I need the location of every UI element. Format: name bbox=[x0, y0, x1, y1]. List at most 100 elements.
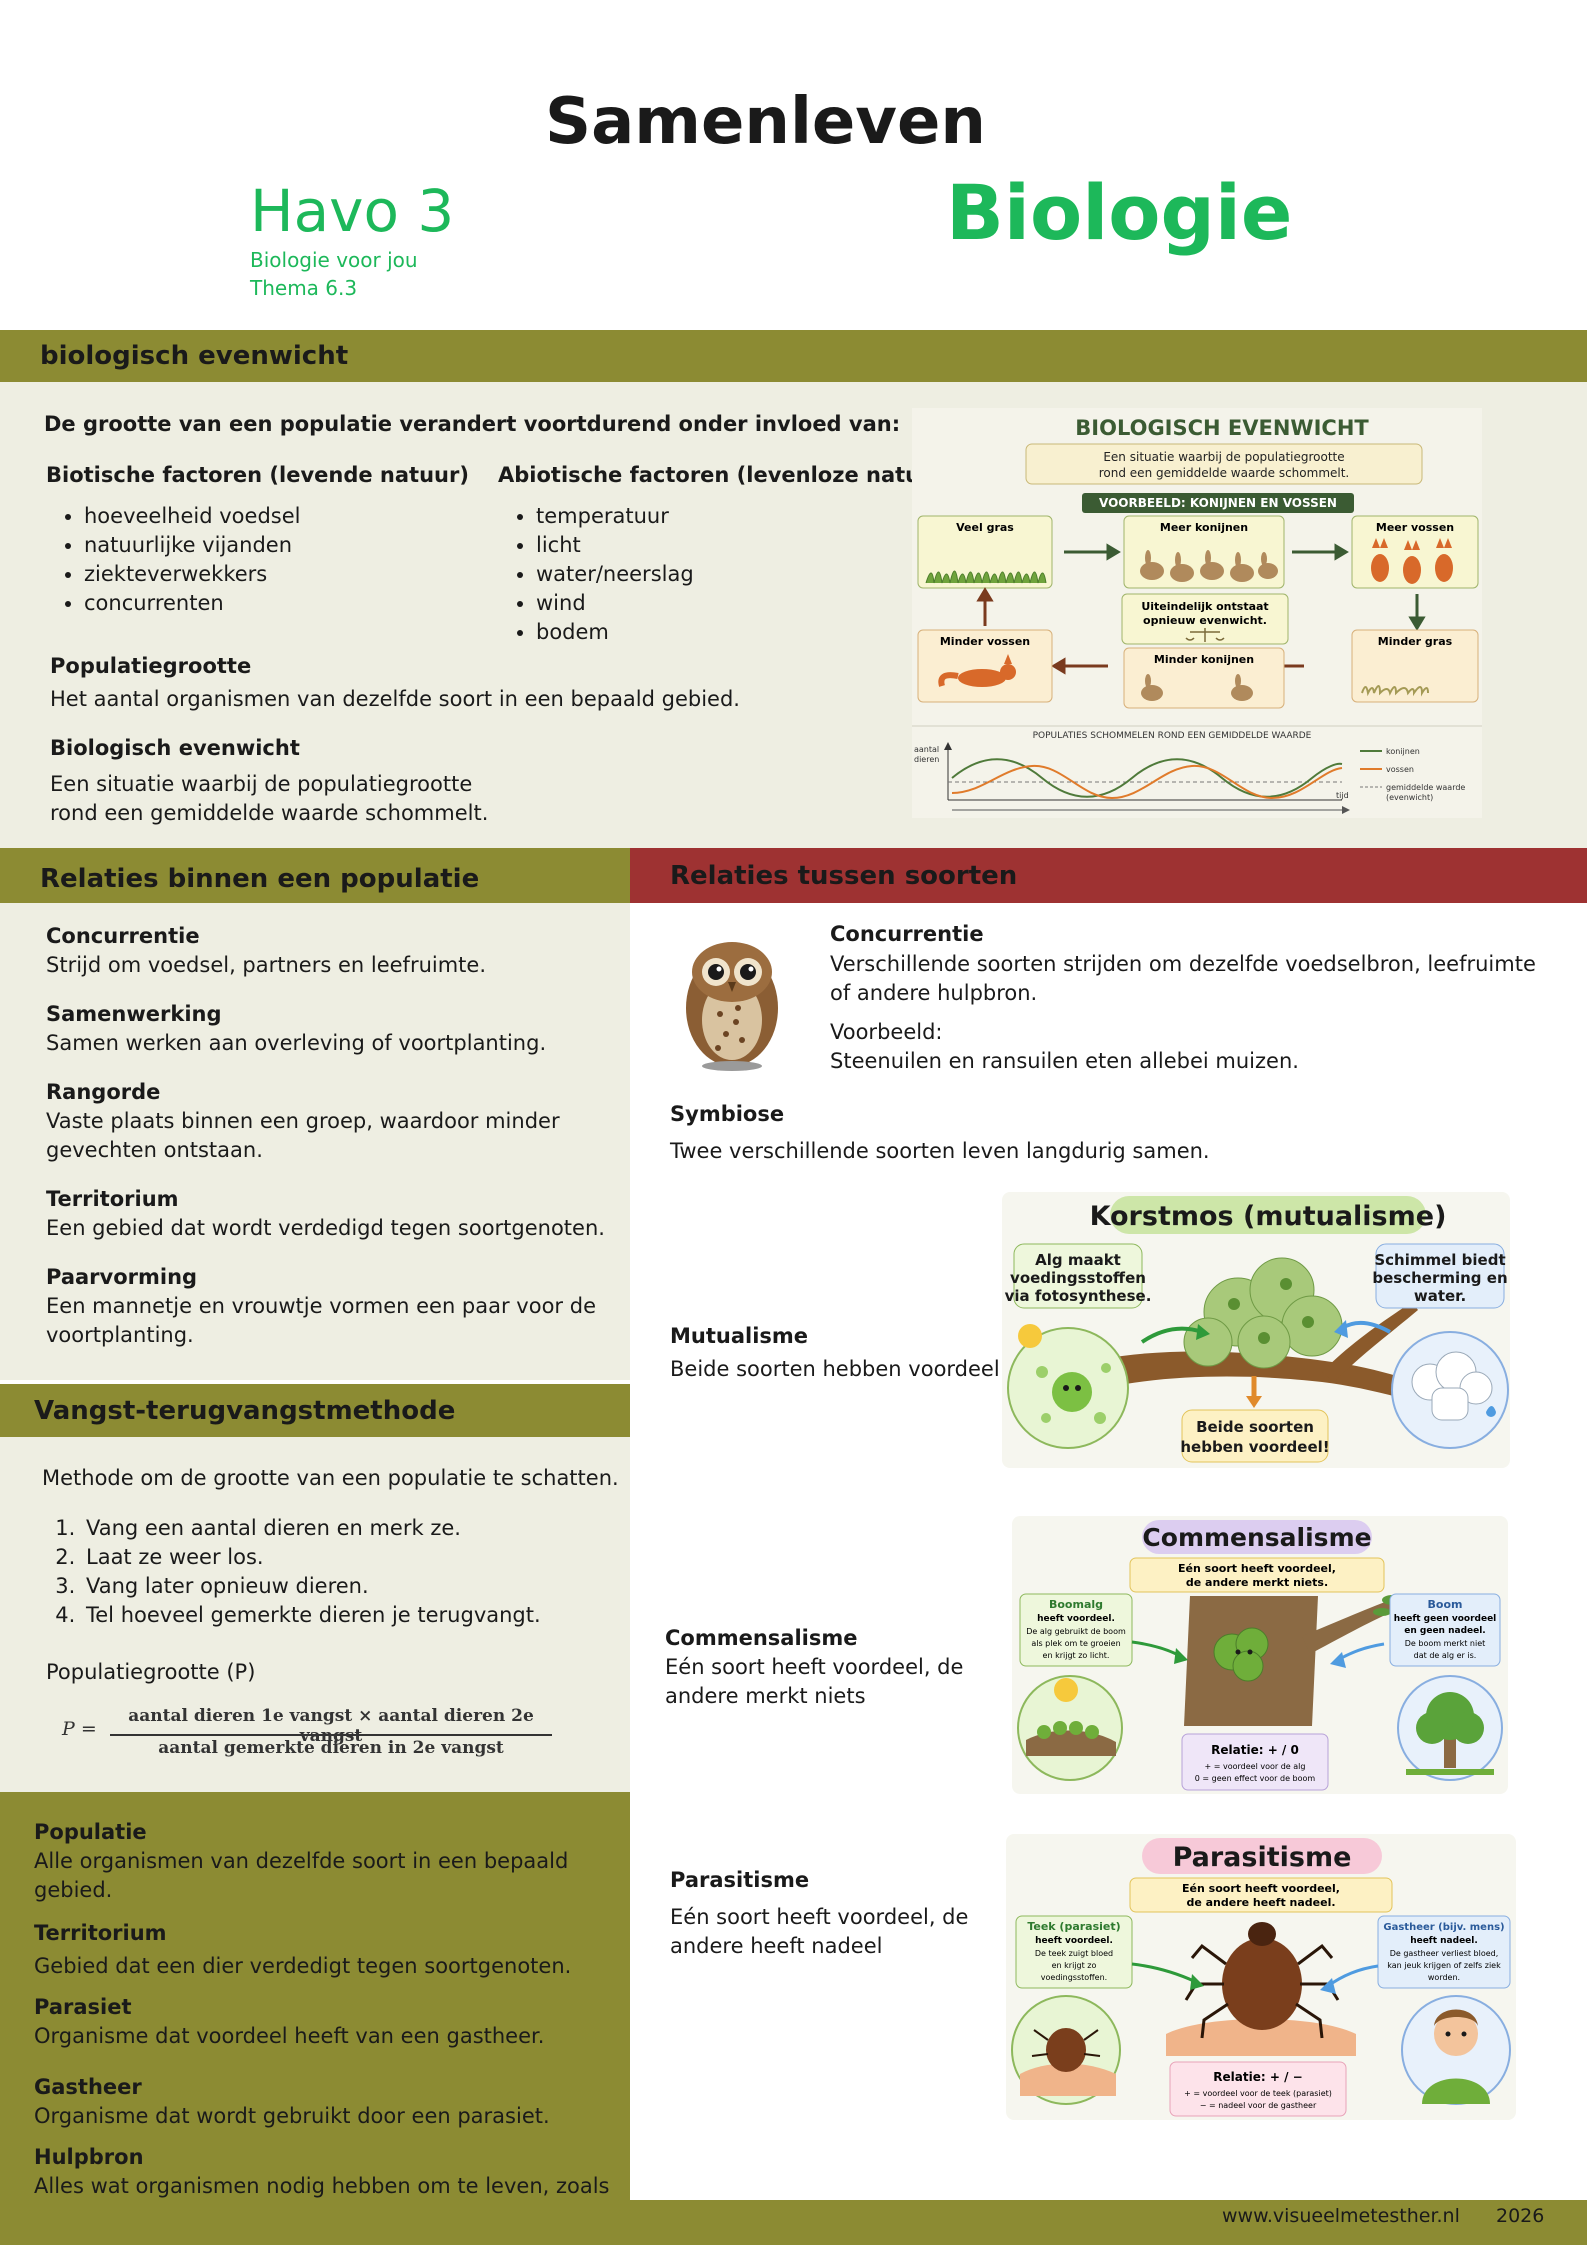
formula-line bbox=[110, 1734, 552, 1736]
com-text: Eén soort heeft voordeel, de andere merk… bbox=[665, 1655, 964, 1708]
section-title: Relaties tussen soorten bbox=[670, 860, 1018, 891]
par-text: Eén soort heeft voordeel, de andere heef… bbox=[670, 1905, 969, 1958]
box-label: heeft geen voordeel bbox=[1394, 1614, 1497, 1624]
sun-icon bbox=[1018, 1324, 1042, 1348]
list-item: wind bbox=[536, 589, 694, 618]
item-title: Samenwerking bbox=[46, 1002, 222, 1026]
formula-lhs: P = bbox=[62, 1718, 97, 1740]
box-label: en krijgt zo licht. bbox=[1043, 1651, 1110, 1660]
section-title: Vangst-terugvangstmethode bbox=[34, 1395, 456, 1426]
center-label: opnieuw evenwicht. bbox=[1143, 614, 1267, 627]
pop-text: Het aantal organismen van dezelfde soort… bbox=[50, 687, 740, 711]
pop-title: Populatiegrootte bbox=[50, 654, 252, 678]
section-header-binnen: Relaties binnen een populatie bbox=[0, 848, 630, 903]
list-item: hoeveelheid voedsel bbox=[84, 502, 300, 531]
illustration-title: Korstmos (mutualisme) bbox=[1090, 1201, 1447, 1232]
footer-bar bbox=[0, 2200, 1587, 2245]
list-item: Vang een aantal dieren en merk ze. bbox=[82, 1514, 541, 1543]
term-text: Alle organismen van dezelfde soort in ee… bbox=[34, 1849, 569, 1902]
abiotic-title: Abiotische factoren (levenloze natuur) bbox=[498, 463, 956, 487]
page-title: Samenleven bbox=[545, 85, 986, 159]
footer-site[interactable]: www.visueelmetesther.nl bbox=[1222, 2205, 1460, 2227]
term-title: Gastheer bbox=[34, 2075, 142, 2099]
section-header-vangst: Vangst-terugvangstmethode bbox=[0, 1384, 630, 1437]
box-label: bescherming en bbox=[1372, 1269, 1507, 1287]
box-label: Eén soort heeft voordeel, bbox=[1178, 1562, 1336, 1575]
bio-title: Biologisch evenwicht bbox=[50, 736, 300, 760]
list-item: concurrenten bbox=[84, 589, 300, 618]
box-label: en geen nadeel. bbox=[1404, 1626, 1485, 1636]
foxes-icon bbox=[1371, 538, 1453, 584]
box-label: Minder vossen bbox=[940, 635, 1030, 648]
mut-text: Beide soorten hebben voordeel bbox=[670, 1357, 1000, 1381]
item-text: Een mannetje en vrouwtje vormen een paar… bbox=[46, 1294, 596, 1347]
section-header-tussen: Relaties tussen soorten bbox=[630, 848, 1587, 903]
box-label: Gastheer (bijv. mens) bbox=[1383, 1922, 1504, 1933]
par-title: Parasitisme bbox=[670, 1868, 810, 1892]
owl-icon bbox=[686, 942, 778, 1071]
box-label: Beide soorten bbox=[1196, 1418, 1314, 1436]
graph-title: POPULATIES SCHOMMELEN ROND EEN GEMIDDELD… bbox=[1033, 731, 1312, 741]
theme-label: Thema 6.3 bbox=[250, 276, 358, 300]
scale-icon bbox=[1185, 628, 1225, 642]
biotic-title: Biotische factoren (levende natuur) bbox=[46, 463, 469, 487]
x-axis-label: tijd bbox=[1336, 791, 1349, 800]
list-item: ziekteverwekkers bbox=[84, 560, 300, 589]
item-text: Strijd om voedsel, partners en leefruimt… bbox=[46, 953, 487, 977]
relation-text: + = voordeel voor de teek (parasiet) bbox=[1184, 2089, 1332, 2098]
list-item: water/neerslag bbox=[536, 560, 694, 589]
illustration-title: Commensalisme bbox=[1142, 1523, 1371, 1552]
box-label: voedingsstoffen. bbox=[1041, 1973, 1107, 1982]
list-item: Populatie Alle organismen van dezelfde s… bbox=[34, 1818, 624, 1905]
evenwicht-infographic: BIOLOGISCH EVENWICHT Een situatie waarbi… bbox=[912, 408, 1482, 818]
sun-icon bbox=[1054, 1678, 1078, 1702]
box-label: de andere merkt niets. bbox=[1186, 1576, 1328, 1589]
formula-numerator: aantal dieren 1e vangst × aantal dieren … bbox=[128, 1706, 534, 1746]
box-label: de andere heeft nadeel. bbox=[1186, 1896, 1335, 1909]
conc-example-text: Steenuilen en ransuilen eten allebei mui… bbox=[830, 1049, 1299, 1073]
box-label: Teek (parasiet) bbox=[1027, 1920, 1120, 1933]
relation-label: Relatie: + / 0 bbox=[1211, 1743, 1299, 1757]
section-title: Relaties binnen een populatie bbox=[40, 863, 480, 894]
y-axis-label: dieren bbox=[914, 755, 939, 764]
bio-text-1: Een situatie waarbij de populatiegrootte bbox=[50, 772, 473, 796]
box-label: Eén soort heeft voordeel, bbox=[1182, 1882, 1340, 1895]
item-text: Vaste plaats binnen een groep, waardoor … bbox=[46, 1109, 560, 1162]
legend-item: gemiddelde waarde bbox=[1386, 783, 1465, 792]
term-text: Organisme dat voordeel heeft van een gas… bbox=[34, 2024, 545, 2048]
box-label: kan jeuk krijgen of zelfs ziek bbox=[1387, 1961, 1501, 1970]
box-label: worden. bbox=[1428, 1973, 1460, 1982]
relation-text: + = voordeel voor de alg bbox=[1205, 1762, 1306, 1771]
box-label: De teek zuigt bloed bbox=[1035, 1949, 1113, 1958]
infographic-subtitle: rond een gemiddelde waarde schommelt. bbox=[1099, 466, 1350, 480]
conc-example-label: Voorbeeld: bbox=[830, 1020, 943, 1044]
korstmos-illustration: Korstmos (mutualisme) Alg maakt voedings… bbox=[1002, 1192, 1510, 1468]
relation-label: Relatie: + / − bbox=[1213, 2070, 1302, 2084]
vangst-intro: Methode om de grootte van een populatie … bbox=[42, 1466, 619, 1490]
term-title: Territorium bbox=[34, 1921, 167, 1945]
box-label: Meer konijnen bbox=[1160, 521, 1248, 534]
item-text: Een gebied dat wordt verdedigd tegen soo… bbox=[46, 1216, 605, 1240]
legend-item: vossen bbox=[1386, 765, 1414, 774]
rabbits-icon bbox=[1140, 550, 1278, 582]
list-item: Laat ze weer los. bbox=[82, 1543, 541, 1572]
term-title: Hulpbron bbox=[34, 2145, 144, 2169]
item-title: Paarvorming bbox=[46, 1265, 198, 1289]
list-item: Samenwerking Samen werken aan overleving… bbox=[46, 1000, 616, 1058]
box-label: als plek om te groeien bbox=[1031, 1639, 1120, 1648]
list-item: bodem bbox=[536, 618, 694, 647]
com-title: Commensalisme bbox=[665, 1626, 858, 1650]
vangst-steps: Vang een aantal dieren en merk ze. Laat … bbox=[42, 1514, 541, 1630]
list-item: Parasiet Organisme dat voordeel heeft va… bbox=[34, 1993, 624, 2051]
legend-item: konijnen bbox=[1386, 747, 1420, 756]
list-item: Rangorde Vaste plaats binnen een groep, … bbox=[46, 1078, 616, 1165]
water-drop-icon bbox=[1486, 1406, 1496, 1417]
section-title: biologisch evenwicht bbox=[40, 341, 349, 371]
commensalisme-illustration: Commensalisme Eén soort heeft voordeel, … bbox=[1012, 1516, 1508, 1794]
formula-label: Populatiegrootte (P) bbox=[46, 1660, 256, 1684]
bio-text-2: rond een gemiddelde waarde schommelt. bbox=[50, 801, 489, 825]
box-label: Minder gras bbox=[1378, 635, 1453, 648]
box-label: De alg gebruikt de boom bbox=[1026, 1627, 1126, 1636]
abiotic-list: temperatuur licht water/neerslag wind bo… bbox=[500, 502, 694, 647]
box-label: via fotosynthese. bbox=[1005, 1287, 1152, 1305]
